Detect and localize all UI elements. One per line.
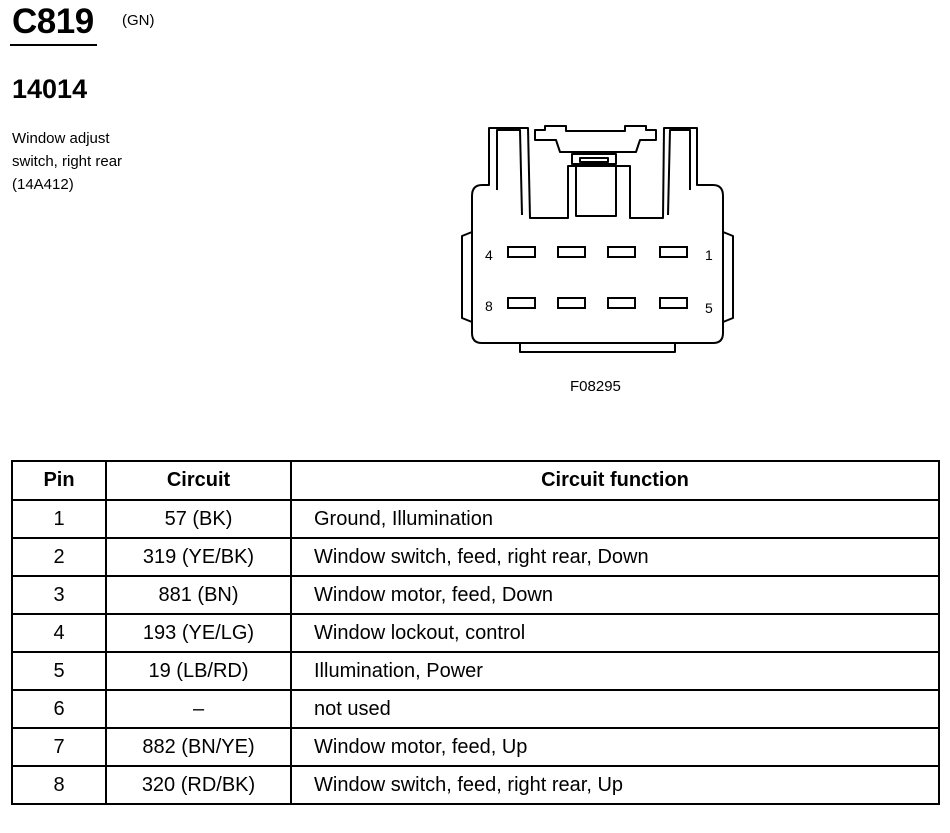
header-circuit: Circuit xyxy=(105,460,292,501)
connector-id-underline xyxy=(10,44,97,46)
circuit-cell: 882 (BN/YE) xyxy=(105,727,292,767)
pinout-table: Pin Circuit Circuit function 1 57 (BK) G… xyxy=(11,460,940,805)
pin-cell: 3 xyxy=(11,575,107,615)
left-side-rib xyxy=(461,231,473,323)
description-line: (14A412) xyxy=(12,176,74,193)
circuit-cell: 881 (BN) xyxy=(105,575,292,615)
color-code: (GN) xyxy=(122,12,155,29)
connector-face-diagram: 4 1 8 5 xyxy=(461,125,734,353)
table-row: 2 319 (YE/BK) Window switch, feed, right… xyxy=(11,537,940,577)
pin-cell: 7 xyxy=(11,727,107,767)
description-line: Window adjust xyxy=(12,130,110,147)
connector-id: C819 xyxy=(12,2,94,41)
table-row: 6 – not used xyxy=(11,689,940,729)
top-lock-tab xyxy=(534,125,657,153)
pin-cell: 8 xyxy=(11,765,107,805)
pin-cavity xyxy=(507,246,536,258)
pin-cavity xyxy=(659,246,688,258)
pin-label-top-left: 4 xyxy=(485,247,493,263)
circuit-cell: 193 (YE/LG) xyxy=(105,613,292,653)
function-cell: Window switch, feed, right rear, Up xyxy=(290,765,940,805)
pin-cavity xyxy=(607,297,636,309)
pin-cavity xyxy=(557,246,586,258)
figure-code: F08295 xyxy=(570,378,621,395)
lock-window xyxy=(571,153,617,165)
pin-cavity xyxy=(607,246,636,258)
pin-cavity xyxy=(507,297,536,309)
left-latch-arm xyxy=(496,129,523,216)
table-row: 4 193 (YE/LG) Window lockout, control xyxy=(11,613,940,653)
table-row: 5 19 (LB/RD) Illumination, Power xyxy=(11,651,940,691)
part-number: 14014 xyxy=(12,74,88,104)
circuit-cell: 19 (LB/RD) xyxy=(105,651,292,691)
function-cell: Ground, Illumination xyxy=(290,499,940,539)
header-pin: Pin xyxy=(11,460,107,501)
component-description: Window adjust switch, right rear (14A412… xyxy=(12,127,122,196)
pin-label-bottom-left: 8 xyxy=(485,298,493,314)
pin-label-bottom-right: 5 xyxy=(705,300,713,316)
table-row: 3 881 (BN) Window motor, feed, Down xyxy=(11,575,940,615)
function-cell: Window switch, feed, right rear, Down xyxy=(290,537,940,577)
table-row: 1 57 (BK) Ground, Illumination xyxy=(11,499,940,539)
table-row: 8 320 (RD/BK) Window switch, feed, right… xyxy=(11,765,940,805)
pin-cell: 4 xyxy=(11,613,107,653)
function-cell: Window lockout, control xyxy=(290,613,940,653)
function-cell: not used xyxy=(290,689,940,729)
pin-label-top-right: 1 xyxy=(705,247,713,263)
function-cell: Window motor, feed, Down xyxy=(290,575,940,615)
right-latch-arm xyxy=(667,129,691,216)
pin-cell: 1 xyxy=(11,499,107,539)
function-cell: Illumination, Power xyxy=(290,651,940,691)
lock-window-inner xyxy=(579,157,609,163)
table-header-row: Pin Circuit Circuit function xyxy=(11,460,940,501)
header-circuit-function: Circuit function xyxy=(290,460,940,501)
pin-cell: 6 xyxy=(11,689,107,729)
right-side-rib xyxy=(722,231,734,323)
table-row: 7 882 (BN/YE) Window motor, feed, Up xyxy=(11,727,940,767)
connector-body-outline xyxy=(471,127,724,344)
pin-cavity xyxy=(557,297,586,309)
pin-cell: 5 xyxy=(11,651,107,691)
description-line: switch, right rear xyxy=(12,153,123,170)
circuit-cell: 319 (YE/BK) xyxy=(105,537,292,577)
circuit-cell: 57 (BK) xyxy=(105,499,292,539)
circuit-cell: 320 (RD/BK) xyxy=(105,765,292,805)
bottom-key xyxy=(519,343,676,353)
circuit-cell: – xyxy=(105,689,292,729)
center-key xyxy=(575,166,617,217)
pin-cavity xyxy=(659,297,688,309)
pin-cell: 2 xyxy=(11,537,107,577)
function-cell: Window motor, feed, Up xyxy=(290,727,940,767)
